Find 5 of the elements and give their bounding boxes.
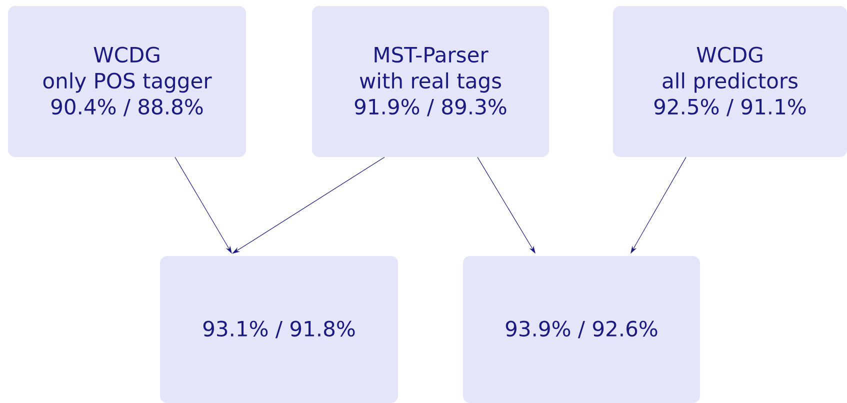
process-box: MST-Parser with real tags 91.9% / 89.3% [312, 6, 549, 157]
process-box: WCDG only POS tagger 90.4% / 88.8% [8, 6, 246, 157]
process-box: 93.1% / 91.8% [160, 256, 398, 403]
process-box: WCDG all predictors 92.5% / 91.1% [613, 6, 847, 157]
process-box: 93.9% / 92.6% [463, 256, 700, 403]
